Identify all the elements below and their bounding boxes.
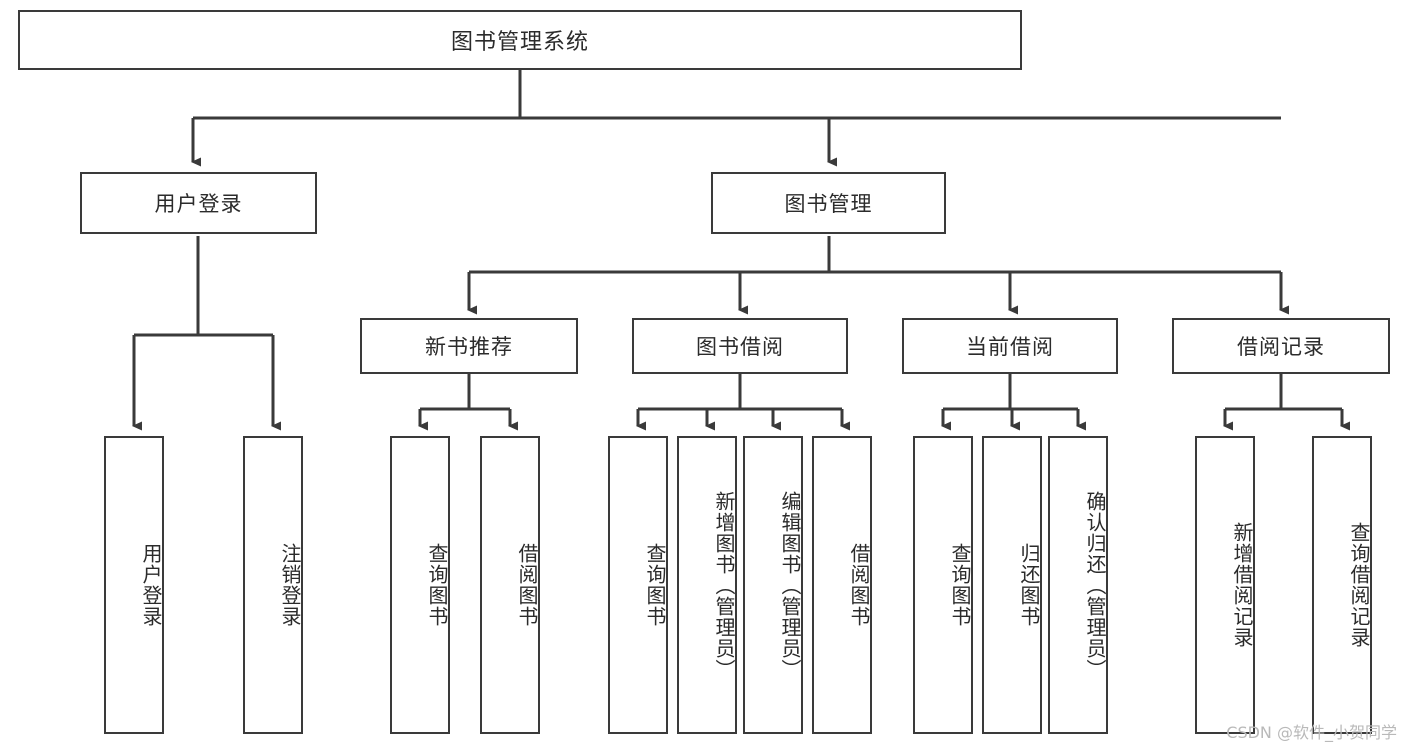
node-borrow-record-label: 借阅记录 — [1237, 335, 1325, 359]
leaf-book-borrow-edit-book-admin[interactable]: 编辑图书（管理员） — [743, 436, 803, 734]
node-root-book-management-system[interactable]: 图书管理系统 — [18, 10, 1022, 70]
node-user-login-label: 用户登录 — [154, 192, 243, 216]
leaf-label: 注销登录 — [278, 543, 302, 627]
node-book-management[interactable]: 图书管理 — [711, 172, 946, 234]
node-book-borrow[interactable]: 图书借阅 — [632, 318, 848, 374]
node-user-login[interactable]: 用户登录 — [80, 172, 317, 234]
leaf-user-login-logout[interactable]: 注销登录 — [243, 436, 303, 734]
leaf-book-borrow-query-book[interactable]: 查询图书 — [608, 436, 668, 734]
leaf-label: 编辑图书（管理员） — [778, 490, 802, 680]
node-borrow-record[interactable]: 借阅记录 — [1172, 318, 1390, 374]
leaf-label: 归还图书 — [1017, 543, 1041, 627]
node-book-management-label: 图书管理 — [784, 192, 873, 216]
leaf-current-borrow-return-book[interactable]: 归还图书 — [982, 436, 1042, 734]
node-root-label: 图书管理系统 — [450, 30, 589, 55]
leaf-new-book-borrow-book[interactable]: 借阅图书 — [480, 436, 540, 734]
leaf-label: 确认归还（管理员） — [1083, 490, 1107, 680]
node-current-borrow-label: 当前借阅 — [966, 335, 1054, 359]
leaf-label: 借阅图书 — [515, 543, 539, 627]
leaf-label: 新增借阅记录 — [1230, 522, 1254, 648]
leaf-label: 查询图书 — [948, 543, 972, 627]
leaf-borrow-record-add-record[interactable]: 新增借阅记录 — [1195, 436, 1255, 734]
leaf-current-borrow-query-book[interactable]: 查询图书 — [913, 436, 973, 734]
node-new-book-recommend-label: 新书推荐 — [425, 335, 513, 359]
leaf-book-borrow-borrow-book[interactable]: 借阅图书 — [812, 436, 872, 734]
leaf-label: 查询图书 — [643, 543, 667, 627]
leaf-new-book-query-book[interactable]: 查询图书 — [390, 436, 450, 734]
leaf-label: 查询借阅记录 — [1347, 522, 1371, 648]
leaf-label: 查询图书 — [425, 543, 449, 627]
node-new-book-recommend[interactable]: 新书推荐 — [360, 318, 578, 374]
leaf-user-login-login[interactable]: 用户登录 — [104, 436, 164, 734]
leaf-label: 借阅图书 — [847, 543, 871, 627]
leaf-current-borrow-confirm-return-admin[interactable]: 确认归还（管理员） — [1048, 436, 1108, 734]
leaf-book-borrow-add-book-admin[interactable]: 新增图书（管理员） — [677, 436, 737, 734]
leaf-label: 用户登录 — [139, 543, 163, 627]
leaf-borrow-record-query-record[interactable]: 查询借阅记录 — [1312, 436, 1372, 734]
node-book-borrow-label: 图书借阅 — [696, 335, 784, 359]
leaf-label: 新增图书（管理员） — [712, 490, 736, 680]
node-current-borrow[interactable]: 当前借阅 — [902, 318, 1118, 374]
csdn-watermark: CSDN @软件_小贺同学 — [1226, 723, 1397, 742]
